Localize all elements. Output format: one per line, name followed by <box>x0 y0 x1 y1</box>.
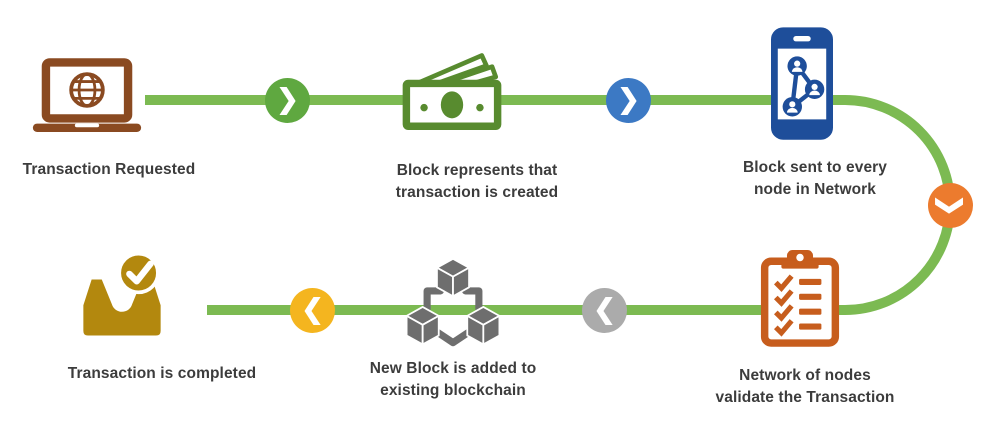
chevron-down-icon: ❯ <box>936 194 966 217</box>
step-label-block-created: Block represents that transaction is cre… <box>395 162 559 201</box>
chevron-right-icon: ❯ <box>617 84 640 114</box>
chevron-right-connector-green: ❯ <box>265 78 310 123</box>
chevron-left-connector-gray: ❮ <box>582 288 627 333</box>
phone-network-icon <box>771 27 833 140</box>
laptop-globe-icon <box>31 58 143 135</box>
chevron-right-icon: ❯ <box>276 84 299 114</box>
step-label-block-sent: Block sent to every node in Network <box>742 159 888 198</box>
chevron-down-connector-orange: ❯ <box>928 183 973 228</box>
step-label-transaction-requested: Transaction Requested <box>22 161 196 178</box>
chevron-right-connector-blue: ❯ <box>606 78 651 123</box>
step-label-block-added: New Block is added to existing blockchai… <box>369 360 537 399</box>
linked-cubes-icon <box>403 257 503 348</box>
step-label-nodes-validate: Network of nodes validate the Transactio… <box>715 367 895 406</box>
clipboard-checklist-icon <box>760 248 840 347</box>
chevron-left-icon: ❮ <box>301 294 324 324</box>
chevron-left-connector-yellow: ❮ <box>290 288 335 333</box>
inbox-check-icon <box>76 250 168 342</box>
money-icon <box>398 46 506 132</box>
chevron-left-icon: ❮ <box>593 294 616 324</box>
step-label-transaction-completed: Transaction is completed <box>67 365 257 382</box>
